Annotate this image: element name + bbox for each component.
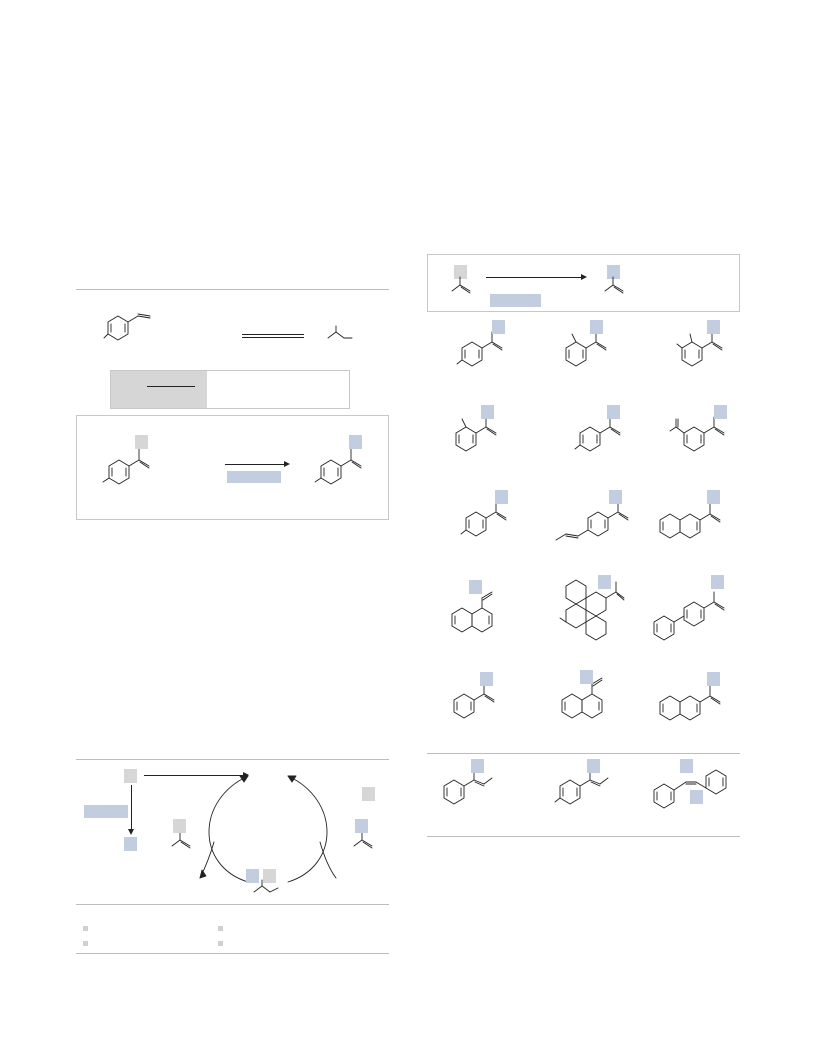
scope-product-10-highlight (469, 580, 482, 594)
molecule-product-right (314, 447, 362, 485)
conditions-table-divider (147, 386, 195, 387)
cycle-bottom-blue-highlight (246, 869, 259, 883)
general-reaction-box (427, 254, 740, 312)
cycle-down-arrow (131, 785, 132, 831)
scope-product-13 (453, 683, 495, 719)
cycle-entry-arrow-head (243, 772, 249, 778)
product-right-group-highlight (349, 435, 362, 449)
scope-product-6-highlight (714, 405, 727, 419)
cycle-right-top-highlight (362, 787, 375, 801)
section-rule-scope-bottom (427, 753, 740, 754)
legend-marker-4 (218, 941, 223, 946)
scope-product-11-highlight (598, 575, 611, 589)
section-rule-alkenes-bottom (427, 836, 740, 837)
scope-product-10 (451, 591, 493, 633)
cycle-intermediate-left-highlight (173, 819, 186, 833)
section-rule-top-left (76, 289, 389, 290)
general-reaction-arrow (486, 277, 582, 278)
scope-product-6 (669, 416, 725, 452)
scope-product-8-highlight (609, 490, 622, 504)
general-substrate (451, 276, 471, 294)
alkene-product-2-highlight (587, 759, 600, 773)
scope-product-2-highlight (590, 320, 603, 334)
transformation-scheme-box (76, 415, 389, 520)
conditions-table-header-cell (111, 371, 207, 408)
equilibrium-arrow-reverse (242, 337, 304, 338)
alkene-product-3-highlight-bottom (690, 790, 703, 804)
scope-product-13-highlight (480, 672, 493, 686)
scope-product-12 (653, 591, 725, 641)
scope-product-4-highlight (481, 405, 494, 419)
equilibrium-arrow-forward (242, 334, 304, 335)
scope-product-4 (455, 416, 497, 452)
alkene-product-2 (554, 769, 609, 805)
scope-product-1 (456, 331, 503, 367)
alkene-product-1 (443, 769, 493, 805)
scope-product-9 (659, 503, 721, 539)
legend-marker-1 (83, 926, 88, 931)
scope-product-5 (574, 416, 621, 452)
general-substrate-highlight (454, 265, 467, 279)
scope-product-8 (555, 501, 629, 541)
general-reagent-label (490, 294, 541, 307)
scope-product-5-highlight (607, 405, 620, 419)
cycle-reagent-label (84, 805, 128, 818)
molecule-isobutyl (327, 325, 353, 339)
scope-product-14 (561, 677, 603, 719)
section-rule-legend-bottom (76, 953, 389, 954)
scope-product-15 (659, 685, 721, 721)
cycle-arrows (199, 775, 337, 883)
scope-product-3 (676, 331, 723, 367)
transformation-arrow (225, 464, 285, 465)
scope-product-7 (460, 501, 507, 537)
molecule-substrate-left (102, 447, 150, 485)
substrate-left-group-highlight (135, 435, 148, 449)
cycle-start-highlight (124, 769, 137, 783)
alkene-product-3 (653, 769, 727, 809)
cycle-intermediate-left (171, 831, 191, 849)
scope-product-12-highlight (711, 575, 724, 589)
scope-product-15-highlight (707, 672, 720, 686)
transformation-arrow-head (284, 461, 290, 467)
general-product-highlight (607, 265, 620, 279)
section-rule-cycle-bottom (76, 904, 389, 905)
section-rule-cycle-top (76, 759, 389, 760)
cycle-intermediate-right (353, 831, 373, 849)
cycle-bottom-gray-highlight (263, 869, 276, 883)
cycle-down-arrow-head (128, 829, 134, 835)
scope-product-1-highlight (492, 320, 505, 334)
transformation-reagent-label (227, 471, 281, 483)
cycle-intermediate-right-highlight (355, 819, 368, 833)
legend-marker-2 (83, 941, 88, 946)
scope-product-11 (559, 579, 625, 641)
general-reaction-arrow-head (581, 274, 587, 280)
scope-product-3-highlight (707, 320, 720, 334)
scope-product-14-highlight (580, 670, 593, 684)
scope-product-2 (565, 331, 607, 367)
scope-product-9-highlight (707, 490, 720, 504)
conditions-table (110, 370, 350, 409)
alkene-product-1-highlight (471, 759, 484, 773)
cycle-byproduct-highlight (124, 837, 137, 851)
cycle-bottom-molecule (253, 879, 279, 893)
alkene-product-3-highlight-top (680, 759, 693, 773)
cycle-entry-arrow (144, 775, 244, 776)
general-product (604, 276, 624, 294)
legend-marker-3 (218, 926, 223, 931)
scope-product-7-highlight (495, 490, 508, 504)
molecule-vinyl-toluene (103, 313, 151, 341)
